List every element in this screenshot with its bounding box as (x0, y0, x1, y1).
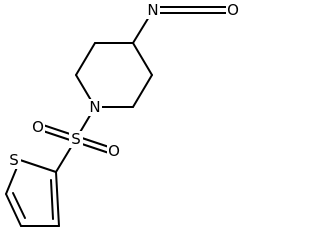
label-bg-isocyanate-o (226, 2, 240, 19)
atom-isocyanate-oxygen: O (227, 1, 239, 19)
bond-thiophene-c2-s1 (19, 159, 57, 173)
bond-ring-c3-c2 (75, 42, 96, 76)
atom-isocyanate-nitrogen: N (147, 1, 158, 19)
bond-thiophene-c5-c4-outer (5, 193, 22, 227)
label-bg-thiophene-s (7, 152, 21, 169)
label-bg-isocyanate-n (146, 2, 160, 19)
bond-thiophene-c3-c2-outer (55, 171, 60, 227)
label-bg-sulfonyl-o-left (31, 119, 45, 136)
label-bg-sulfonyl-o-right (107, 143, 121, 160)
label-bg-piperidine-n (88, 99, 102, 116)
atom-thiophene-sulfur: S (9, 151, 19, 169)
bond-ring-c5-c6 (132, 74, 153, 108)
atom-piperidine-nitrogen: N (89, 98, 100, 116)
label-bg-sulfur (69, 131, 83, 148)
atom-sulfonyl-sulfur: S (71, 130, 81, 148)
atom-sulfonyl-oxygen-left: O (32, 118, 44, 136)
atom-sulfonyl-oxygen-right: O (108, 142, 120, 160)
bond-ring-c4-c5 (132, 42, 153, 76)
bond-thiophene-c5-c4-inner (12, 192, 26, 219)
bond-thiophene-c3-c2-inner (50, 179, 54, 220)
chemical-structure-diagram: N O N S O O S (5, 1, 240, 227)
